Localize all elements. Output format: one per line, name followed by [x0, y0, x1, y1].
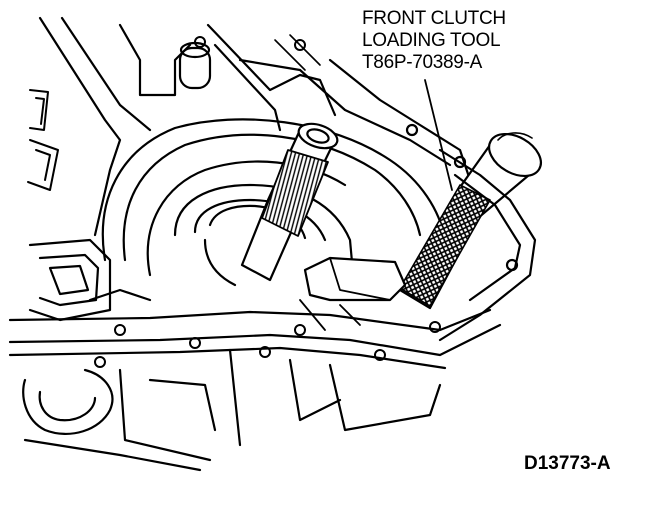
- tool-adapter: [299, 256, 407, 331]
- callout-line-2: LOADING TOOL: [362, 30, 501, 51]
- tool-callout-label: FRONT CLUTCH LOADING TOOL T86P-70389-A: [362, 8, 506, 74]
- case-mating-flange: [8, 308, 502, 370]
- case-left-bracket: [28, 238, 152, 322]
- callout-leader-line: [424, 79, 453, 191]
- case-left-slots: [27, 89, 59, 191]
- callout-line-1: FRONT CLUTCH: [362, 8, 506, 29]
- case-upper-outline: [38, 16, 472, 237]
- loading-tool: [398, 132, 542, 310]
- callout-line-3: T86P-70389-A: [362, 52, 482, 73]
- input-shaft: [240, 122, 339, 282]
- figure-id: D13773-A: [524, 453, 611, 474]
- case-lower-body: [22, 348, 442, 472]
- case-bolts: [94, 36, 441, 368]
